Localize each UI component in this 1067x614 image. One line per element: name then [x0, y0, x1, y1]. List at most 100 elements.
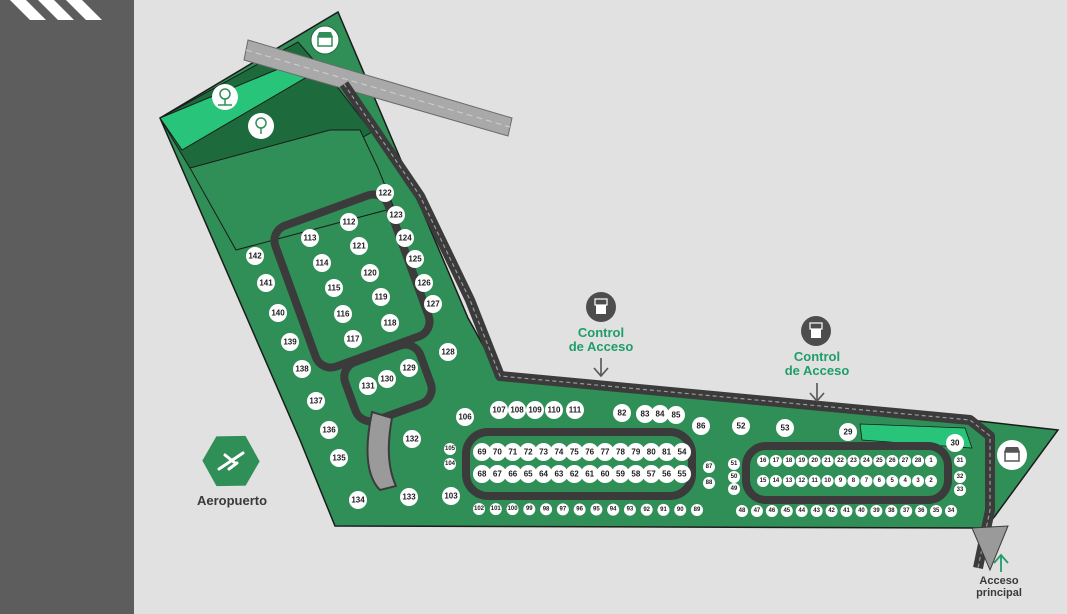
lot-badge-121[interactable]	[350, 237, 368, 255]
lot-badge-122[interactable]	[376, 184, 394, 202]
lot-badge-31[interactable]	[954, 455, 966, 467]
lot-badge-20[interactable]	[808, 455, 821, 467]
lot-badge-127[interactable]	[424, 295, 442, 313]
lot-badge-44[interactable]	[795, 505, 808, 517]
lot-badge-105[interactable]	[444, 443, 456, 455]
lot-badge-94[interactable]	[607, 503, 620, 516]
lot-badge-43[interactable]	[810, 505, 823, 517]
lot-badge-30[interactable]	[946, 434, 964, 452]
lot-badge-101[interactable]	[489, 503, 502, 516]
lot-badge-42[interactable]	[825, 505, 838, 517]
lot-badge-3[interactable]	[912, 475, 925, 487]
lot-badge-131[interactable]	[359, 377, 377, 395]
lot-badge-103[interactable]	[442, 487, 460, 505]
lot-badge-63[interactable]	[549, 465, 568, 483]
lot-badge-26[interactable]	[886, 455, 899, 467]
lot-badge-48[interactable]	[736, 505, 748, 517]
lot-badge-40[interactable]	[855, 505, 868, 517]
lot-badge-141[interactable]	[257, 274, 275, 292]
lot-badge-119[interactable]	[372, 288, 390, 306]
lot-badge-16[interactable]	[757, 455, 769, 467]
shop-icon-east[interactable]	[997, 440, 1027, 470]
lot-badge-18[interactable]	[782, 455, 795, 467]
lot-badge-22[interactable]	[834, 455, 847, 467]
lot-badge-99[interactable]	[523, 503, 536, 516]
lot-badge-118[interactable]	[381, 314, 399, 332]
lot-badge-107[interactable]	[490, 401, 508, 419]
lot-badge-71[interactable]	[503, 443, 522, 461]
lot-badge-28[interactable]	[912, 455, 925, 467]
lot-badge-45[interactable]	[780, 505, 793, 517]
lot-badge-104[interactable]	[444, 458, 456, 470]
lot-badge-76[interactable]	[580, 443, 599, 461]
lot-badge-140[interactable]	[269, 304, 287, 322]
lot-badge-115[interactable]	[325, 279, 343, 297]
lot-badge-33[interactable]	[954, 484, 966, 496]
lot-badge-8[interactable]	[847, 475, 860, 487]
lot-badge-87[interactable]	[703, 461, 715, 473]
lot-badge-19[interactable]	[795, 455, 808, 467]
lot-badge-111[interactable]	[566, 401, 584, 419]
lot-badge-142[interactable]	[246, 247, 264, 265]
lot-badge-5[interactable]	[886, 475, 899, 487]
lot-badge-23[interactable]	[847, 455, 860, 467]
lot-badge-13[interactable]	[782, 475, 795, 487]
lot-badge-46[interactable]	[765, 505, 778, 517]
lot-badge-108[interactable]	[508, 401, 526, 419]
lot-badge-102[interactable]	[473, 503, 485, 515]
lot-badge-106[interactable]	[456, 408, 474, 426]
lot-badge-134[interactable]	[349, 491, 367, 509]
lot-badge-133[interactable]	[400, 488, 418, 506]
lot-badge-58[interactable]	[626, 465, 645, 483]
airport-badge[interactable]	[195, 423, 267, 498]
lot-badge-59[interactable]	[611, 465, 630, 483]
lot-badge-29[interactable]	[839, 423, 857, 441]
lot-badge-50[interactable]	[728, 471, 740, 483]
lot-badge-96[interactable]	[573, 503, 586, 516]
lot-badge-91[interactable]	[657, 503, 670, 516]
lot-badge-73[interactable]	[534, 443, 553, 461]
lot-badge-123[interactable]	[387, 206, 405, 224]
lot-badge-83[interactable]	[636, 405, 654, 423]
lot-badge-62[interactable]	[565, 465, 584, 483]
lot-badge-138[interactable]	[293, 360, 311, 378]
park-icon-2[interactable]	[248, 113, 274, 139]
lot-badge-67[interactable]	[488, 465, 507, 483]
lot-badge-25[interactable]	[873, 455, 886, 467]
lot-badge-35[interactable]	[930, 505, 943, 517]
lot-badge-6[interactable]	[873, 475, 886, 487]
lot-badge-57[interactable]	[642, 465, 661, 483]
lot-badge-70[interactable]	[488, 443, 507, 461]
lot-badge-113[interactable]	[301, 229, 319, 247]
lot-badge-2[interactable]	[925, 475, 937, 487]
lot-badge-114[interactable]	[313, 254, 331, 272]
lot-badge-89[interactable]	[691, 504, 703, 516]
lot-badge-52[interactable]	[732, 417, 750, 435]
lot-badge-69[interactable]	[473, 443, 491, 461]
lot-badge-136[interactable]	[320, 421, 338, 439]
lot-badge-56[interactable]	[657, 465, 676, 483]
lot-badge-7[interactable]	[860, 475, 873, 487]
lot-badge-65[interactable]	[519, 465, 538, 483]
lot-badge-84[interactable]	[651, 405, 669, 423]
lot-badge-14[interactable]	[769, 475, 782, 487]
lot-badge-112[interactable]	[340, 213, 358, 231]
lot-badge-61[interactable]	[580, 465, 599, 483]
lot-badge-4[interactable]	[899, 475, 912, 487]
lot-badge-117[interactable]	[344, 330, 362, 348]
lot-badge-60[interactable]	[596, 465, 615, 483]
lot-badge-68[interactable]	[473, 465, 491, 483]
lot-badge-139[interactable]	[281, 333, 299, 351]
access-icon-1[interactable]	[586, 292, 616, 322]
lot-badge-11[interactable]	[808, 475, 821, 487]
lot-badge-21[interactable]	[821, 455, 834, 467]
lot-badge-38[interactable]	[885, 505, 898, 517]
lot-badge-135[interactable]	[330, 449, 348, 467]
lot-badge-37[interactable]	[900, 505, 913, 517]
lot-badge-90[interactable]	[674, 503, 687, 516]
lot-badge-116[interactable]	[334, 305, 352, 323]
lot-badge-12[interactable]	[795, 475, 808, 487]
lot-badge-15[interactable]	[757, 475, 769, 487]
lot-badge-125[interactable]	[406, 250, 424, 268]
lot-badge-110[interactable]	[545, 401, 563, 419]
